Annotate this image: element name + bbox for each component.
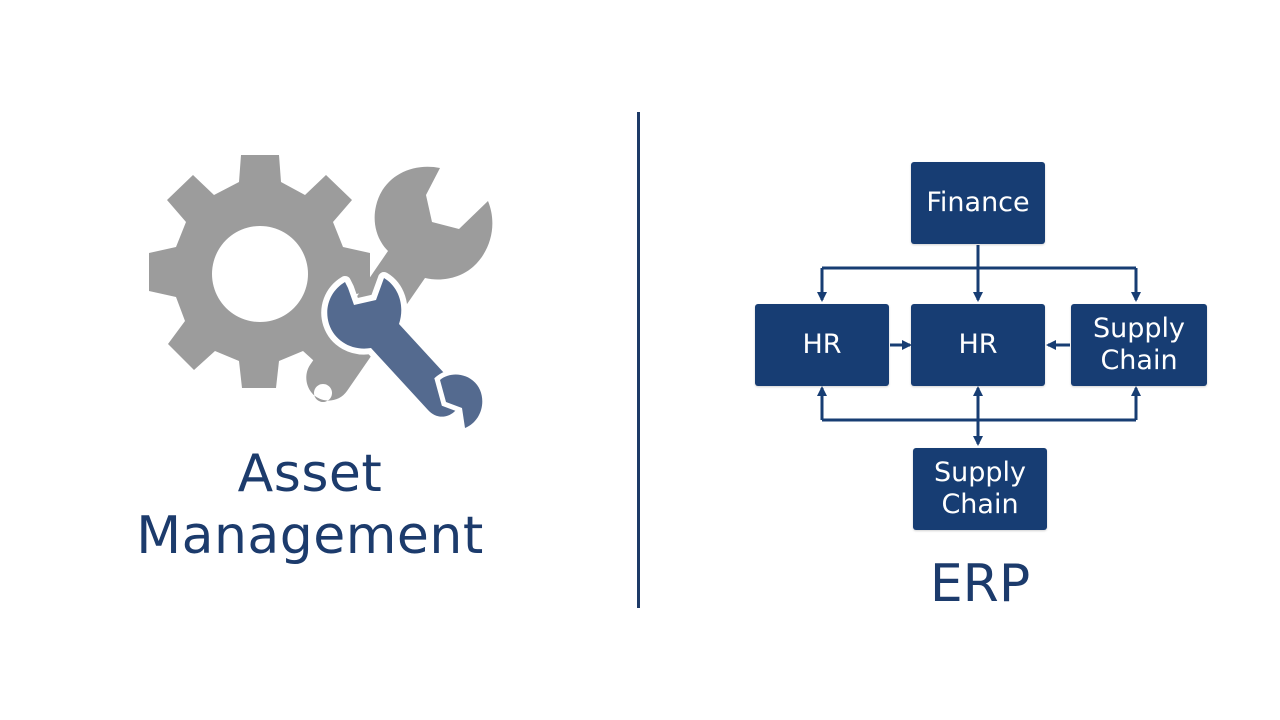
node-hr-left: HR <box>755 304 889 386</box>
tools-icon-group <box>149 155 493 435</box>
erp-connectors <box>817 245 1141 446</box>
node-finance-label: Finance <box>926 186 1030 218</box>
node-supply-chain-right: Supply Chain <box>1071 304 1207 386</box>
node-supply-chain-bottom-line-1: Supply <box>933 456 1026 488</box>
node-supply-chain-right-line-2: Chain <box>1100 345 1178 376</box>
gear-icon <box>149 155 370 388</box>
node-supply-chain-right-line-1: Supply <box>1092 312 1185 344</box>
node-hr-left-label: HR <box>802 328 842 360</box>
wrench-front-icon <box>321 272 488 435</box>
vertical-divider <box>637 112 640 608</box>
node-finance: Finance <box>911 162 1045 244</box>
node-supply-chain-bottom-line-2: Chain <box>941 489 1019 520</box>
node-supply-chain-bottom: Supply Chain <box>913 448 1047 530</box>
node-hr-center-label: HR <box>958 328 998 360</box>
node-hr-center: HR <box>911 304 1045 386</box>
asset-management-icon <box>140 150 510 460</box>
asset-management-title-line-1: Asset <box>237 444 383 504</box>
erp-title: ERP <box>929 554 1031 614</box>
asset-management-title-line-2: Management <box>136 506 484 566</box>
